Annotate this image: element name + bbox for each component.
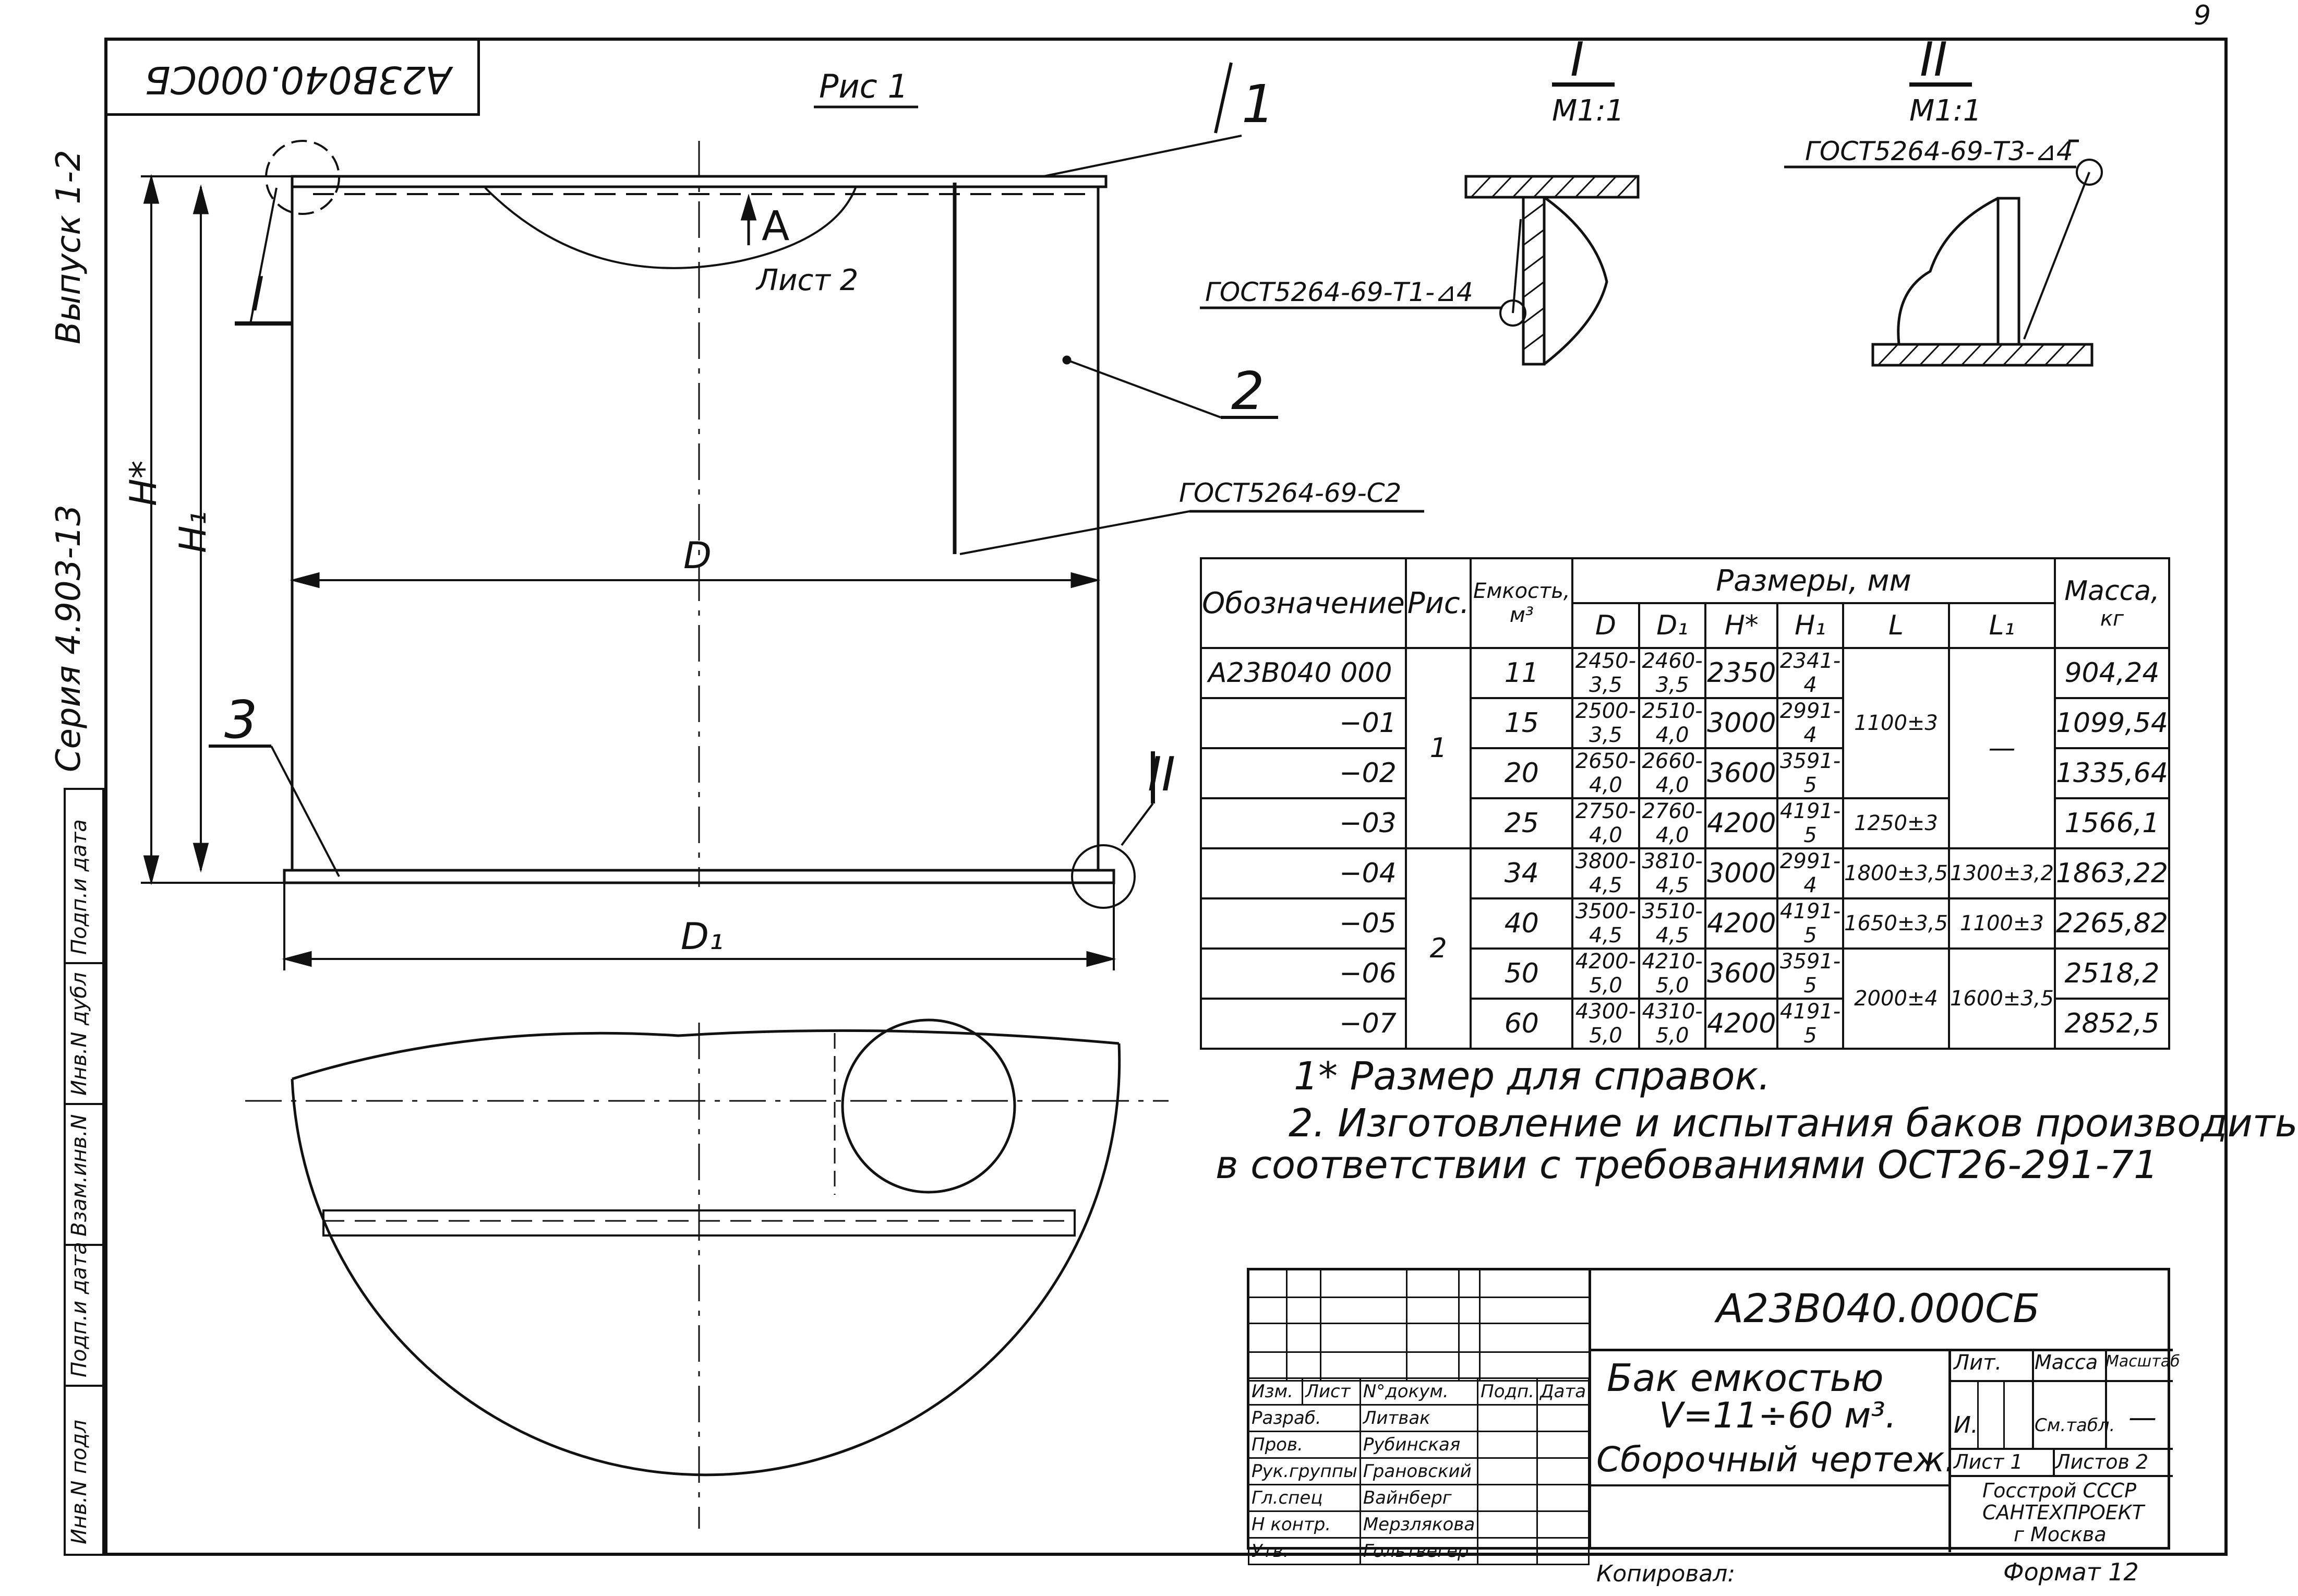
title-line-1: Бак емкостью [1607, 1356, 1884, 1400]
table-row: −03 25 2750-4,0 2760-4,0 4200 4191-5 125… [1200, 797, 2171, 849]
table-row: −02 20 2650-4,0 2660-4,0 3600 3591-5 133… [1200, 747, 2171, 799]
note-2: 2. Изготовление и испытания баков произв… [1289, 1101, 2298, 1146]
section-a-label: А [762, 203, 790, 250]
signature-table: Изм. Лист N°докум. Подп. Дата Разраб.Лит… [1247, 1377, 1590, 1565]
note-3: в соответствии с требованиями ОСТ26-291-… [1216, 1143, 2159, 1187]
sheets-label: Листов 2 [2055, 1450, 2149, 1473]
callout-roman-1: I [250, 267, 264, 322]
margin-strip [64, 788, 104, 1556]
hdr-col-l1: L₁ [1947, 602, 2056, 649]
hdr-col-d1: D₁ [1638, 602, 1707, 649]
spec-table: Обозначение Рис. Емкость,м³ Размеры, мм … [1200, 557, 2171, 1050]
table-row: −01 15 2500-3,5 2510-4,0 3000 2991-4 109… [1200, 697, 2171, 749]
lit-label: Лит. [1954, 1351, 2002, 1375]
tank-drawing [141, 62, 2103, 1529]
detail-1-roman: I [1570, 32, 1584, 87]
hdr-sizes: Размеры, мм [1571, 557, 2056, 604]
table-row: −06 50 4200-5,0 4210-5,0 3600 3591-5 200… [1200, 947, 2171, 1050]
callout-pos-3: 3 [224, 689, 258, 750]
callout-roman-2: II [1148, 747, 1176, 802]
title-line-3: Сборочный чертеж. [1596, 1439, 1956, 1480]
hdr-col-h: H* [1704, 602, 1779, 649]
table-row: −07 60 4300-5,0 4310-5,0 4200 4191-5 285… [1200, 998, 2171, 1050]
dim-d1: D₁ [681, 915, 724, 958]
title-line-2: V=11÷60 м³. [1659, 1395, 1897, 1436]
callout-pos-1: 1 [1242, 74, 1275, 135]
lit-value: И. [1954, 1412, 1978, 1438]
scale-value: — [2128, 1401, 2157, 1434]
drawing-sheet: 9 А23В040.000СБ Выпуск 1-2 Серия 4.903-1… [50, 0, 2298, 1587]
table-row: −05 40 3500-4,5 3510-4,5 4200 4191-5 165… [1200, 897, 2171, 950]
org-line-2: САНТЕХПРОЕКТ [1982, 1501, 2144, 1524]
detail-1-scale: М1:1 [1552, 94, 1625, 128]
signature-row: Утв.Гольтвегер [1248, 1537, 1590, 1565]
org-line-1: Госстрой СССР [1982, 1479, 2137, 1502]
hdr-col-l: L [1842, 602, 1950, 649]
weld-t1-label: ГОСТ5264-69-Т1-⊿4 [1205, 277, 1473, 307]
sheet-number: 9 [2194, 0, 2211, 31]
weld-c2-label: ГОСТ5264-69-С2 [1179, 478, 1402, 508]
hdr-col-h1: H₁ [1776, 602, 1845, 649]
detail-2-scale: М1:1 [1909, 94, 1982, 128]
title-doc-code: А23В040.000СБ [1716, 1285, 2040, 1331]
org-line-3: г Москва [2014, 1523, 2107, 1546]
callout-pos-2: 2 [1231, 361, 1265, 422]
hdr-mass: Масса,кг [2053, 557, 2171, 649]
copied-label: Копировал: [1596, 1561, 1736, 1587]
hdr-capacity: Емкость,м³ [1470, 557, 1574, 649]
sheet-2-ref: Лист 2 [756, 263, 859, 297]
signature-row: Пров.Рубинская [1248, 1431, 1590, 1459]
note-1: 1* Размер для справок. [1294, 1054, 1771, 1099]
weld-t3-label: ГОСТ5264-69-Т3-⊿4 [1805, 136, 2073, 166]
hdr-col-d: D [1571, 602, 1640, 649]
title-block [1247, 1268, 2173, 1552]
format-label: Формат 12 [2003, 1558, 2139, 1586]
dim-d: D [683, 534, 712, 577]
table-row: А23В040 000 1 11 2450-3,5 2460-3,5 2350 … [1200, 647, 2171, 849]
table-row: −04 2 34 3800-4,5 3810-4,5 3000 2991-4 1… [1200, 847, 2171, 1050]
signature-row: Разраб.Литвак [1248, 1404, 1590, 1432]
signature-header-row: Изм. Лист N°докум. Подп. Дата [1247, 1377, 1590, 1406]
mirrored-code-box: А23В040.000СБ [104, 38, 480, 116]
signature-row: Н контр.Мерзлякова [1248, 1510, 1590, 1539]
sheet-label: Лист 1 [1954, 1450, 2023, 1473]
scale-label: Масштаб [2106, 1352, 2180, 1371]
mass-value: См.табл. [2035, 1415, 2115, 1436]
dim-h-star: H* [122, 460, 165, 506]
drawing-frame [104, 38, 2228, 1556]
mass-label: Масса [2035, 1351, 2098, 1374]
figure-label: Рис 1 [819, 67, 908, 105]
dim-h1: H₁ [172, 511, 214, 553]
hdr-designation: Обозначение [1200, 557, 1407, 649]
hdr-fig: Рис. [1404, 557, 1472, 649]
detail-2-roman: II [1920, 32, 1948, 87]
